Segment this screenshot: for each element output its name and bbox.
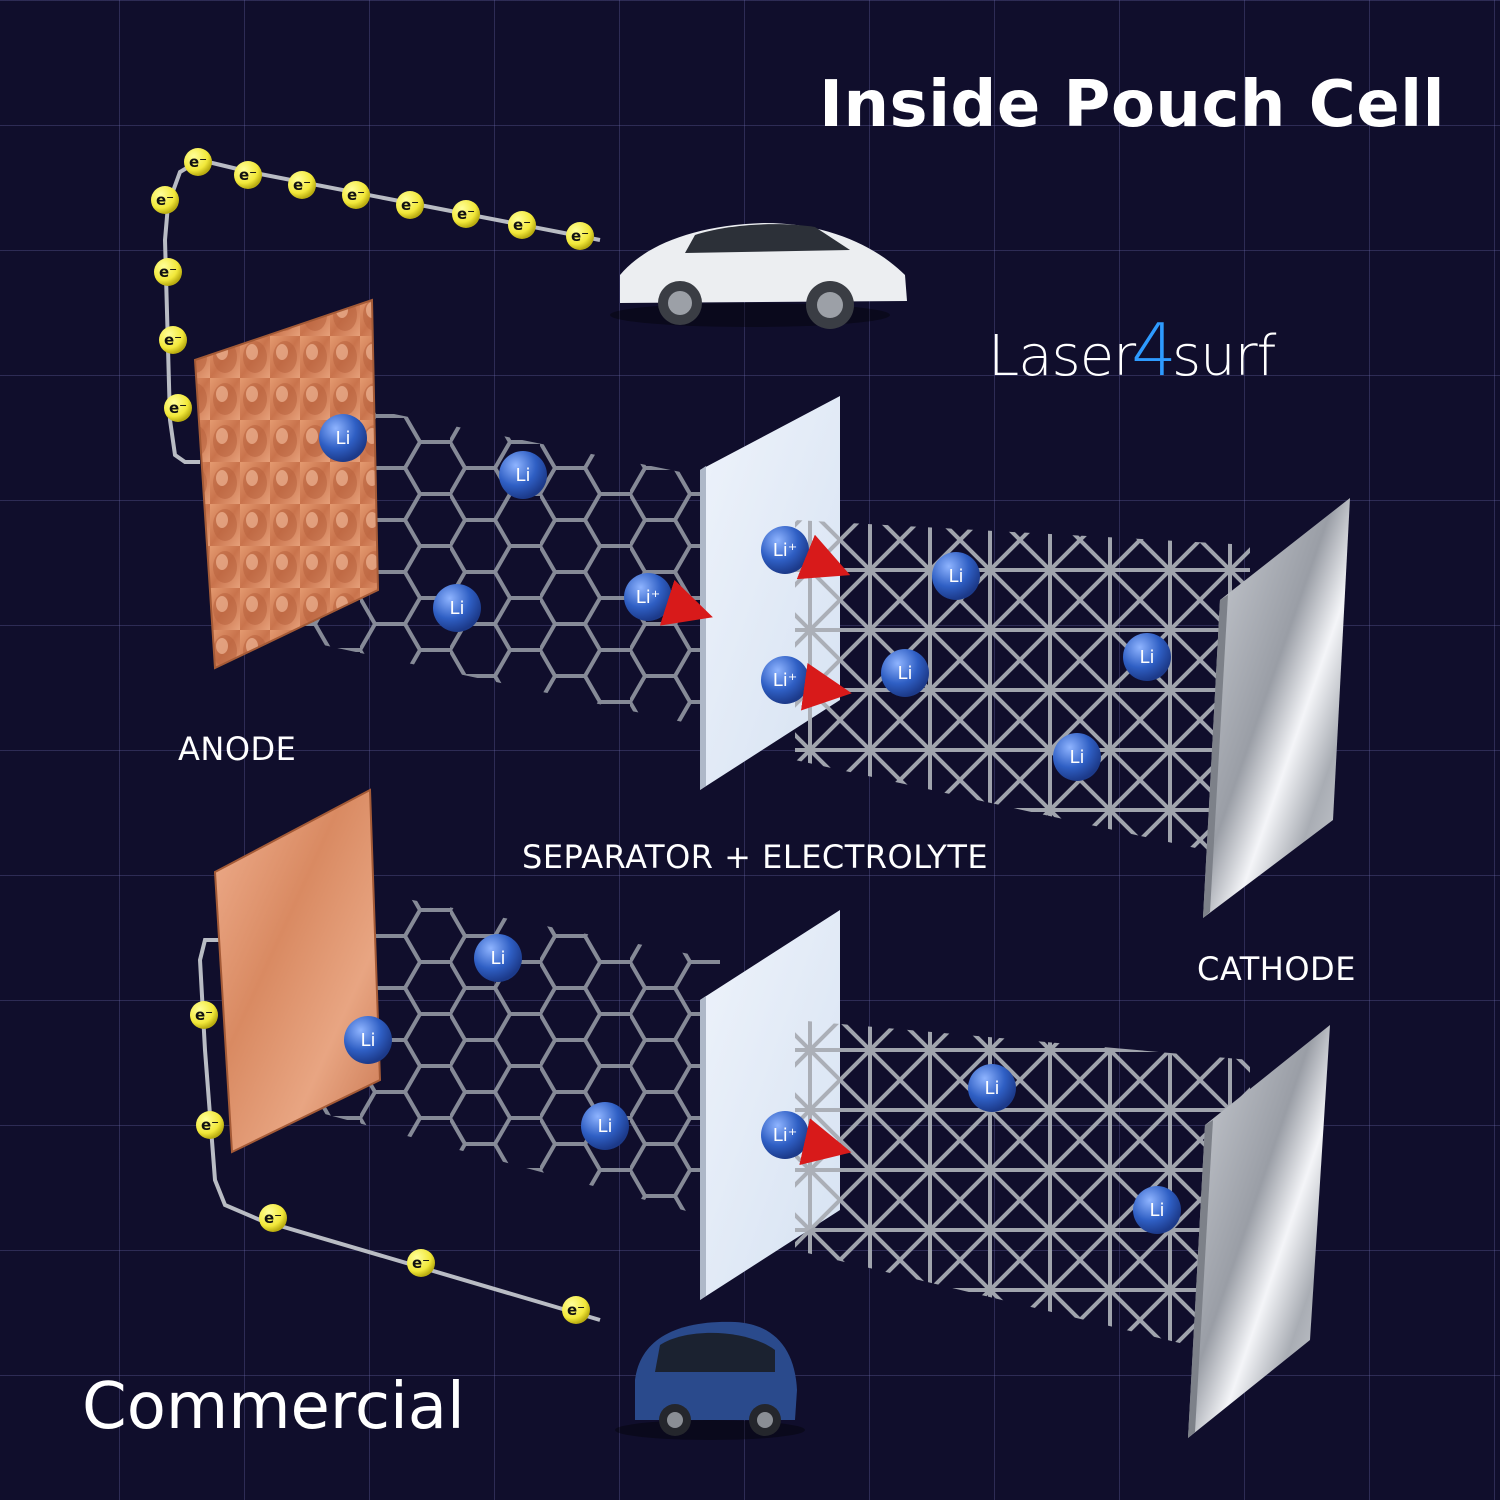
- svg-text:Li: Li: [1069, 747, 1084, 768]
- svg-text:Li: Li: [597, 1116, 612, 1137]
- svg-text:Li⁺: Li⁺: [636, 587, 661, 608]
- top-graphite-layers: [300, 395, 720, 730]
- electron-particle: e⁻: [508, 211, 536, 239]
- svg-text:Li: Li: [948, 566, 963, 587]
- electron-particle: e⁻: [396, 191, 424, 219]
- ion-arrow: [799, 1118, 852, 1166]
- electron-particle: e⁻: [452, 200, 480, 228]
- page-title: Inside Pouch Cell: [819, 68, 1445, 142]
- lithium-ion: Li⁺: [761, 1111, 809, 1159]
- electron-particle: e⁻: [196, 1111, 224, 1139]
- svg-text:e⁻: e⁻: [513, 216, 531, 234]
- top-electrons: e⁻ e⁻ e⁻ e⁻ e⁻ e⁻ e⁻ e⁻ e⁻ e⁻ e⁻ e⁻: [151, 148, 594, 422]
- logo-digit-four: 4: [1131, 308, 1177, 392]
- svg-text:Li: Li: [490, 948, 505, 969]
- bottom-lithium-atoms: Li Li Li Li⁺ Li Li: [344, 934, 1181, 1234]
- svg-text:Li: Li: [449, 598, 464, 619]
- lithium-atom: Li: [1053, 733, 1101, 781]
- bottom-cathode-lattice: [795, 1020, 1250, 1360]
- svg-text:Li: Li: [515, 465, 530, 486]
- electron-particle: e⁻: [234, 161, 262, 189]
- lithium-atom: Li: [881, 649, 929, 697]
- compact-car-image: [615, 1321, 805, 1440]
- lithium-atom: Li: [433, 584, 481, 632]
- svg-text:Li: Li: [335, 428, 350, 449]
- svg-text:e⁻: e⁻: [159, 263, 177, 281]
- commercial-label: Commercial: [82, 1370, 465, 1444]
- svg-text:Li: Li: [1149, 1200, 1164, 1221]
- lithium-atom: Li: [474, 934, 522, 982]
- svg-text:e⁻: e⁻: [164, 331, 182, 349]
- svg-text:e⁻: e⁻: [239, 166, 257, 184]
- svg-text:e⁻: e⁻: [412, 1254, 430, 1272]
- ion-arrow: [800, 662, 852, 711]
- logo-text-laser: Laser: [988, 324, 1136, 389]
- lithium-atom: Li: [344, 1016, 392, 1064]
- electron-particle: e⁻: [562, 1296, 590, 1324]
- ion-arrow: [796, 534, 851, 580]
- bottom-electrons: e⁻ e⁻ e⁻ e⁻ e⁻: [190, 1001, 590, 1324]
- svg-text:e⁻: e⁻: [457, 205, 475, 223]
- electron-particle: e⁻: [407, 1249, 435, 1277]
- svg-text:e⁻: e⁻: [189, 153, 207, 171]
- electron-particle: e⁻: [159, 326, 187, 354]
- svg-text:Li: Li: [897, 663, 912, 684]
- svg-text:Li⁺: Li⁺: [773, 1125, 798, 1146]
- lithium-atom: Li: [499, 451, 547, 499]
- electron-particle: e⁻: [288, 171, 316, 199]
- svg-text:Li: Li: [984, 1078, 999, 1099]
- electron-particle: e⁻: [184, 148, 212, 176]
- lithium-atom: Li: [968, 1064, 1016, 1112]
- svg-text:Li: Li: [1139, 647, 1154, 668]
- top-lithium-atoms: Li Li Li Li⁺ Li⁺ Li⁺ Li Li Li Li: [319, 414, 1171, 781]
- svg-text:e⁻: e⁻: [293, 176, 311, 194]
- lithium-atom: Li: [932, 552, 980, 600]
- ion-arrow: [659, 579, 713, 626]
- cathode-label: CATHODE: [1197, 950, 1356, 988]
- lithium-atom: Li: [319, 414, 367, 462]
- svg-text:Li: Li: [360, 1030, 375, 1051]
- lithium-atom: Li: [1133, 1186, 1181, 1234]
- electron-particle: e⁻: [164, 394, 192, 422]
- svg-text:Li⁺: Li⁺: [773, 670, 798, 691]
- top-ion-arrows: [659, 534, 852, 711]
- svg-text:e⁻: e⁻: [201, 1116, 219, 1134]
- electron-particle: e⁻: [566, 222, 594, 250]
- lithium-ion: Li⁺: [624, 573, 672, 621]
- electron-particle: e⁻: [154, 258, 182, 286]
- bottom-anode-current-collector: [213, 788, 382, 1154]
- top-cathode-lattice: [795, 520, 1250, 860]
- top-wire: [162, 157, 601, 464]
- lithium-ion: Li⁺: [761, 656, 809, 704]
- bottom-ion-arrows: [799, 1118, 852, 1166]
- top-anode-current-collector: [193, 298, 380, 670]
- separator-label: SEPARATOR + ELECTROLYTE: [522, 838, 989, 876]
- svg-text:e⁻: e⁻: [169, 399, 187, 417]
- bottom-cathode-current-collector: [1188, 1025, 1330, 1438]
- svg-text:e⁻: e⁻: [571, 227, 589, 245]
- anode-label: ANODE: [178, 730, 297, 768]
- svg-text:e⁻: e⁻: [264, 1209, 282, 1227]
- laser4surf-logo: Laser4surf: [988, 308, 1276, 392]
- electron-particle: e⁻: [259, 1204, 287, 1232]
- electron-particle: e⁻: [190, 1001, 218, 1029]
- top-cathode-current-collector: [1203, 498, 1350, 918]
- electron-particle: e⁻: [151, 186, 179, 214]
- svg-text:Li⁺: Li⁺: [773, 540, 798, 561]
- svg-text:e⁻: e⁻: [401, 196, 419, 214]
- lithium-atom: Li: [1123, 633, 1171, 681]
- svg-text:e⁻: e⁻: [567, 1301, 585, 1319]
- sports-car-image: [610, 223, 907, 329]
- svg-text:e⁻: e⁻: [156, 191, 174, 209]
- lithium-ion: Li⁺: [761, 526, 809, 574]
- svg-text:e⁻: e⁻: [347, 186, 365, 204]
- logo-text-surf: surf: [1171, 324, 1276, 389]
- lithium-atom: Li: [581, 1102, 629, 1150]
- electron-particle: e⁻: [342, 181, 370, 209]
- svg-text:e⁻: e⁻: [195, 1006, 213, 1024]
